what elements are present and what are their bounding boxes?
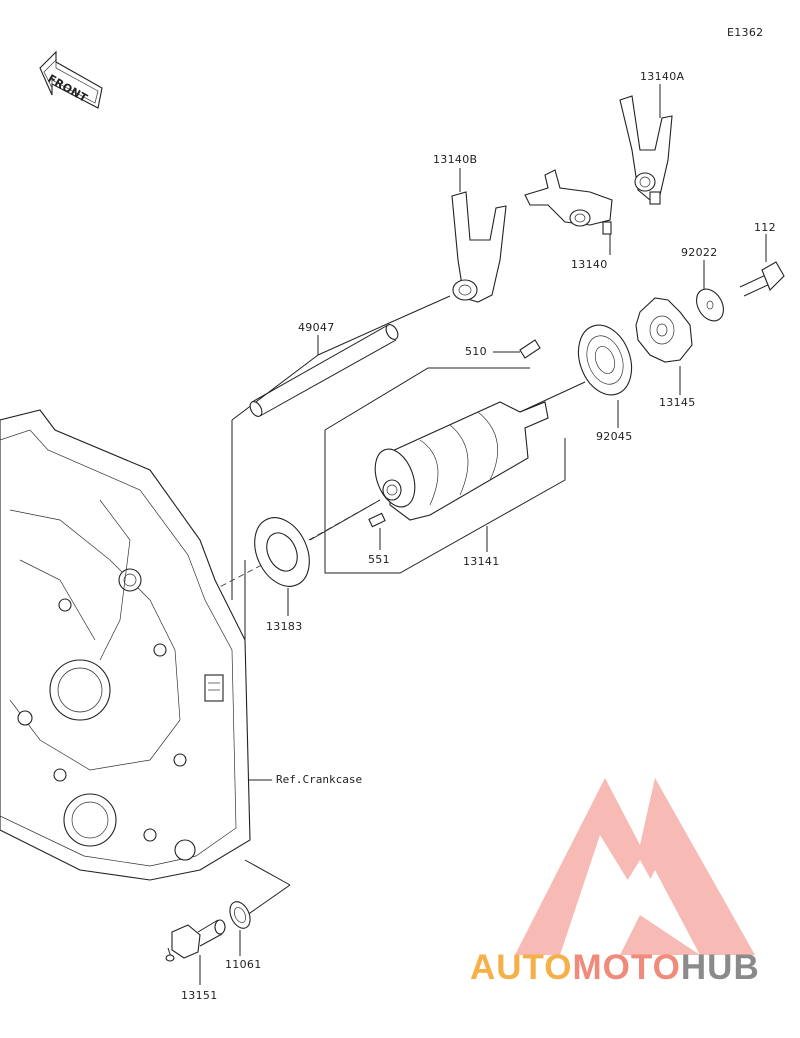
label-13140a: 13140A xyxy=(640,70,685,83)
label-112: 112 xyxy=(754,221,776,234)
label-13141: 13141 xyxy=(463,555,500,568)
label-92045: 92045 xyxy=(596,430,633,443)
ref-crankcase-label: Ref.Crankcase xyxy=(276,773,363,786)
label-551: 551 xyxy=(368,553,390,566)
crankcase xyxy=(0,409,251,881)
neutral-switch-13151 xyxy=(165,919,226,962)
shim-13183 xyxy=(254,517,310,587)
watermark-moto: MOTO xyxy=(572,948,681,987)
pin-510 xyxy=(519,339,541,359)
shift-drum-13141 xyxy=(374,401,549,521)
shift-fork-13140 xyxy=(524,169,613,235)
front-arrow-icon xyxy=(39,50,103,109)
leader-lines xyxy=(199,84,767,985)
label-92022: 92022 xyxy=(681,246,718,259)
label-13140b: 13140B xyxy=(433,153,478,166)
automotohub-watermark: AUTOMOTOHUB xyxy=(470,948,760,988)
shift-fork-13140a xyxy=(619,95,673,205)
automotohub-logo-icon xyxy=(515,778,755,955)
label-13140: 13140 xyxy=(571,258,608,271)
label-49047: 49047 xyxy=(298,321,335,334)
washer-92022 xyxy=(696,288,724,322)
bolt-112 xyxy=(739,261,785,297)
label-13183: 13183 xyxy=(266,620,303,633)
washer-11061 xyxy=(229,901,251,929)
shift-fork-shaft xyxy=(249,324,399,417)
label-13151: 13151 xyxy=(181,989,218,1002)
diagram-code: E1362 xyxy=(727,26,764,39)
watermark-hub: HUB xyxy=(680,948,760,987)
label-13145: 13145 xyxy=(659,396,696,409)
shift-fork-13140b xyxy=(451,191,507,303)
bearing-92045 xyxy=(577,324,633,396)
label-11061: 11061 xyxy=(225,958,262,971)
pin-551 xyxy=(368,512,386,528)
label-510: 510 xyxy=(465,345,487,358)
watermark-auto: AUTO xyxy=(470,948,573,987)
shift-drum-cam-13145 xyxy=(635,297,693,363)
